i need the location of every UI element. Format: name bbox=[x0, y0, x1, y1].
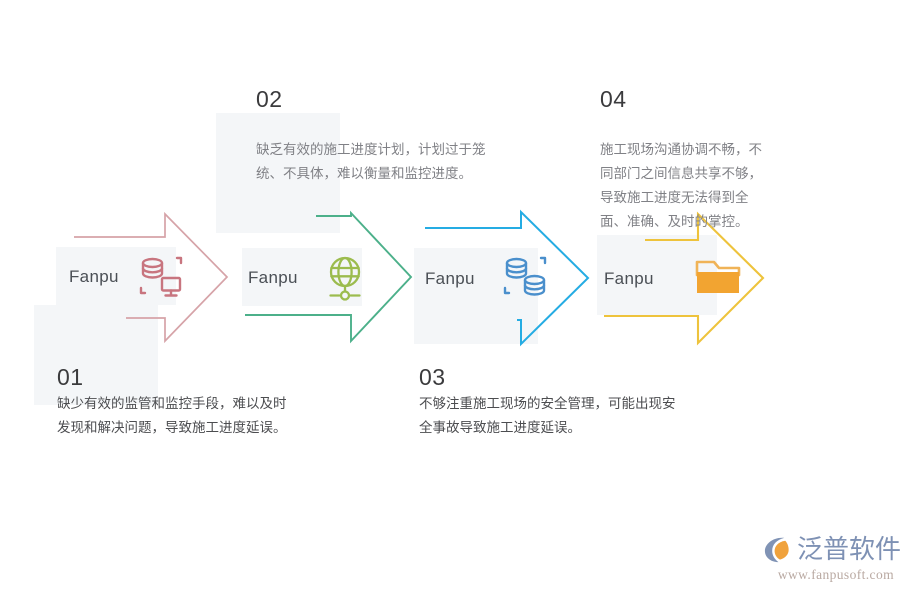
step-1-label: Fanpu bbox=[69, 267, 119, 286]
step-4-label: Fanpu bbox=[604, 269, 654, 288]
folder-icon bbox=[693, 255, 749, 303]
globe-network-icon bbox=[318, 250, 372, 306]
fanpu-swoosh-logo-icon bbox=[764, 537, 789, 563]
database-monitor-icon bbox=[133, 250, 189, 306]
database-stack-icon bbox=[497, 250, 553, 306]
step-4-text: 施工现场沟通协调不畅，不同部门之间信息共享不够，导致施工进度无法得到全面、准确、… bbox=[600, 142, 762, 231]
step-2-number: 02 bbox=[256, 86, 283, 112]
brand-url: www.fanpusoft.com bbox=[777, 567, 894, 582]
step-1-text: 缺少有效的监管和监控手段，难以及时发现和解决问题，导致施工进度延误。 bbox=[57, 396, 287, 437]
step-2-label: Fanpu bbox=[248, 268, 298, 287]
brand-logo: 泛普软件 www.fanpusoft.com bbox=[762, 534, 900, 590]
step-1-number: 01 bbox=[57, 364, 84, 390]
brand-name: 泛普软件 bbox=[797, 534, 900, 565]
brand-logo-row: 泛普软件 bbox=[762, 534, 900, 565]
step-3-number: 03 bbox=[419, 364, 446, 390]
step-2-text: 缺乏有效的施工进度计划，计划过于笼统、不具体，难以衡量和监控进度。 bbox=[256, 142, 486, 183]
step-4-number: 04 bbox=[600, 86, 627, 112]
panel-step1-text bbox=[34, 305, 158, 405]
step-3-text: 不够注重施工现场的安全管理，可能出现安全事故导致施工进度延误。 bbox=[419, 396, 676, 437]
step-3-label: Fanpu bbox=[425, 269, 475, 288]
